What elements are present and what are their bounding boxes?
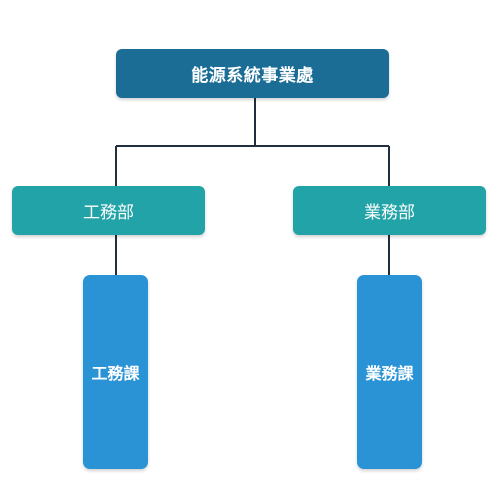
section-node-engineering: 工務課 [83, 275, 148, 469]
department-node-engineering: 工務部 [12, 186, 205, 235]
section-node-label: 工務課 [91, 364, 140, 383]
department-node-label: 工務部 [83, 203, 134, 223]
department-node-sales: 業務部 [293, 186, 486, 235]
section-node-label: 業務課 [365, 364, 414, 383]
root-node-label: 能源系統事業處 [191, 66, 314, 86]
section-node-sales: 業務課 [357, 275, 422, 469]
root-node: 能源系統事業處 [116, 49, 389, 98]
department-node-label: 業務部 [364, 203, 415, 223]
